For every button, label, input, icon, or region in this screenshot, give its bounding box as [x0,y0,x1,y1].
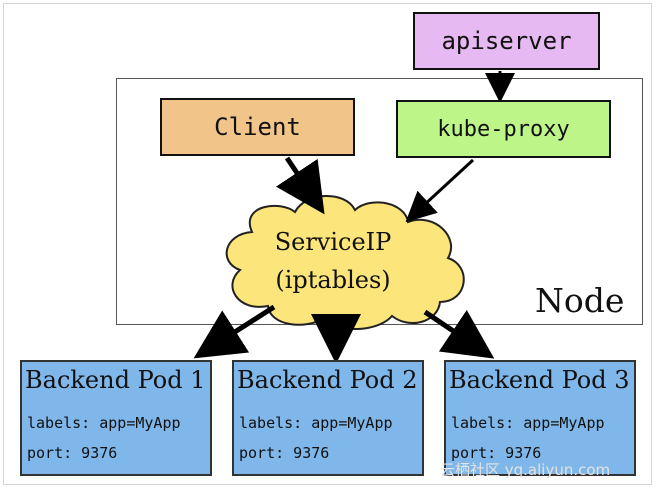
pod-labels: labels: app=MyApp [239,414,393,432]
service-ip-label: ServiceIP [274,228,392,256]
pod-labels: labels: app=MyApp [27,414,181,432]
arrow-serviceip-to-pod1 [193,304,276,359]
iptables-label: (iptables) [275,266,391,294]
backend-pod-2: Backend Pod 2 labels: app=MyApp port: 93… [232,360,424,476]
service-ip-cloud [225,195,465,330]
pod-port: port: 9376 [27,444,118,462]
client-box: Client [160,98,355,156]
backend-pod-3: Backend Pod 3 labels: app=MyApp port: 93… [444,360,636,476]
pod-title: Backend Pod 3 [449,366,630,394]
arrow-client-to-serviceip [276,156,325,215]
apiserver-label: apiserver [441,27,572,55]
pod-port: port: 9376 [239,444,330,462]
kube-proxy-box: kube-proxy [396,100,611,158]
arrow-kube-proxy-to-serviceip [405,158,475,223]
pod-labels: labels: app=MyApp [451,414,605,432]
backend-pod-1: Backend Pod 1 labels: app=MyApp port: 93… [20,360,212,476]
pod-title: Backend Pod 2 [237,366,418,394]
kube-proxy-label: kube-proxy [437,116,570,142]
apiserver-box: apiserver [413,12,600,70]
client-label: Client [214,113,301,141]
watermark: 云栖社区 yq.aliyun.com [440,461,611,479]
pod-port: port: 9376 [451,444,542,462]
pod-title: Backend Pod 1 [25,366,206,394]
arrow-serviceip-to-pod3 [423,309,495,359]
node-label: Node [535,281,625,320]
